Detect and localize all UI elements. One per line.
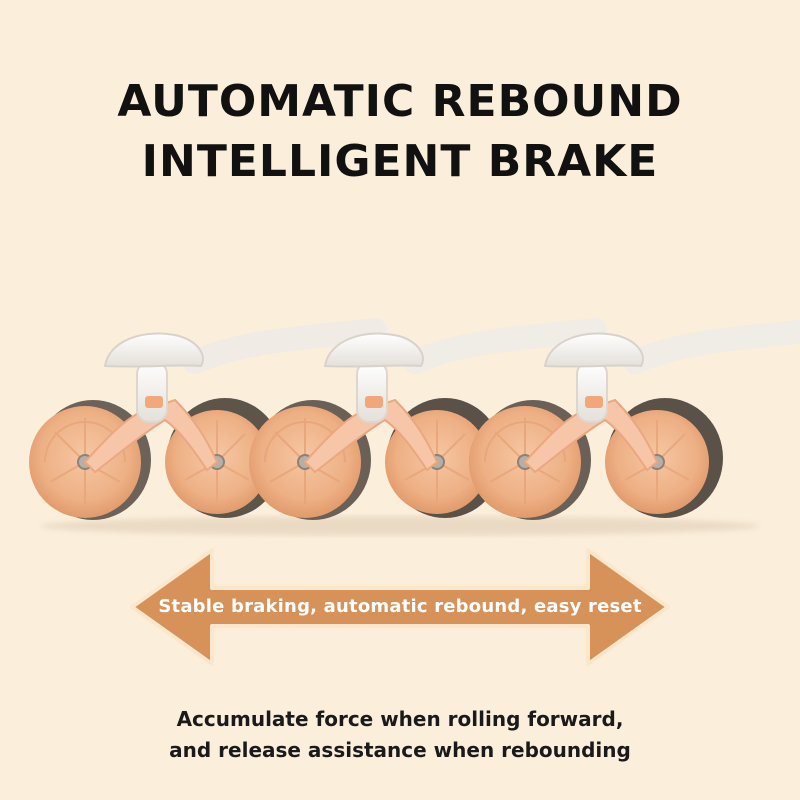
caption-line-1: Accumulate force when rolling forward, xyxy=(176,707,624,731)
caption: Accumulate force when rolling forward, a… xyxy=(0,704,800,766)
headline: AUTOMATIC REBOUND INTELLIGENT BRAKE xyxy=(0,72,800,192)
headline-line-2: INTELLIGENT BRAKE xyxy=(141,136,659,187)
roller-frame-3 xyxy=(469,330,800,520)
arrow-label: Stable braking, automatic rebound, easy … xyxy=(158,596,642,617)
ab-roller-illustration xyxy=(0,300,800,536)
headline-line-1: AUTOMATIC REBOUND xyxy=(117,76,683,127)
caption-line-2: and release assistance when rebounding xyxy=(169,738,631,762)
double-arrow-icon xyxy=(130,548,670,666)
